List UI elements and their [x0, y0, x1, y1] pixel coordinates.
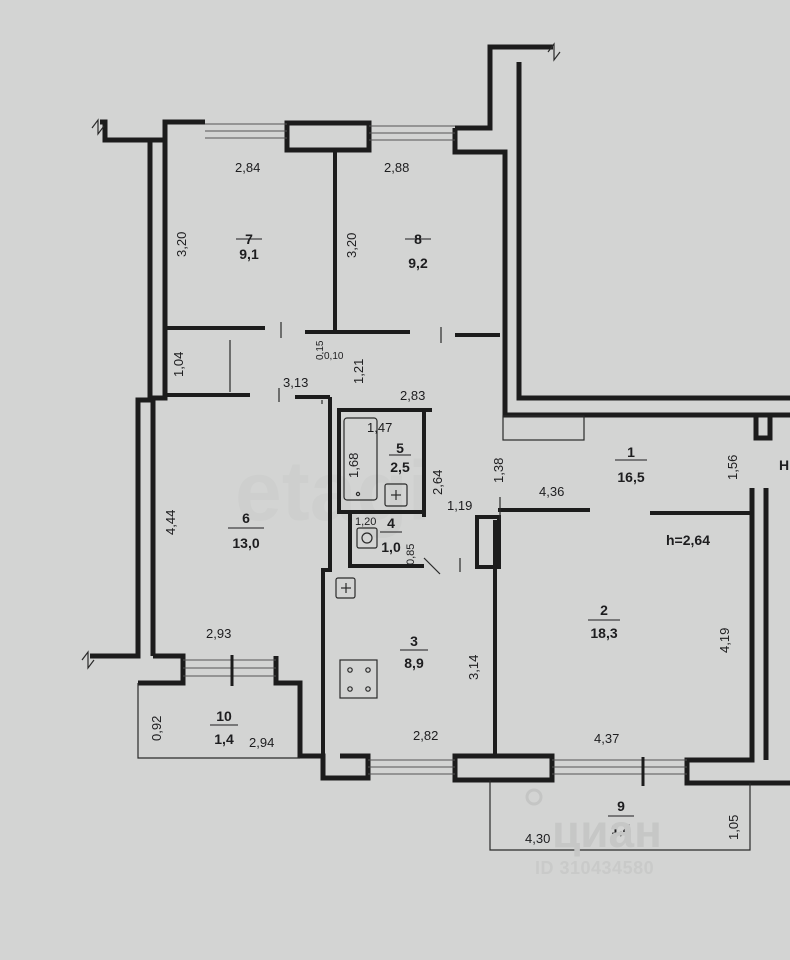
partitions [165, 152, 752, 756]
dim-1-56: 1,56 [725, 455, 740, 480]
room-labels: 79,1 89,2 52,5 116,5 41,0 613,0 218,3 38… [210, 231, 789, 837]
svg-text:1: 1 [627, 444, 635, 460]
dim-3-14: 3,14 [466, 655, 481, 680]
dim-0-92: 0,92 [149, 716, 164, 741]
room-label-4: 41,0 [380, 515, 402, 555]
ceiling-height-label: h=2,64 [666, 532, 710, 548]
svg-text:2,5: 2,5 [390, 459, 410, 475]
svg-text:1,0: 1,0 [381, 539, 401, 555]
svg-text:18,3: 18,3 [590, 625, 617, 641]
svg-text:8,9: 8,9 [404, 655, 424, 671]
dim-1-20: 1,20 [355, 516, 376, 528]
dim-3-13: 3,13 [283, 375, 308, 390]
dim-1-04: 1,04 [171, 352, 186, 377]
dim-4-37: 4,37 [594, 731, 619, 746]
room-label-8: 89,2 [405, 231, 431, 271]
room-label-1: 116,5 [615, 444, 647, 485]
dim-4-19: 4,19 [717, 628, 732, 653]
dim-4-36: 4,36 [539, 484, 564, 499]
dim-2-88: 2,88 [384, 160, 409, 175]
dim-2-84: 2,84 [235, 160, 260, 175]
svg-text:4: 4 [387, 515, 395, 531]
dim-3-20-a: 3,20 [174, 232, 189, 257]
svg-text:3: 3 [410, 633, 418, 649]
balconies [137, 400, 751, 851]
cian-watermark: циан ID 310434580 [525, 788, 662, 878]
dim-2-94: 2,94 [249, 735, 274, 750]
room-label-5: 52,5 [389, 440, 411, 475]
windows [183, 123, 687, 786]
dim-2-93: 2,93 [206, 626, 231, 641]
exterior-walls [81, 42, 790, 786]
dim-0-10: 0,10 [324, 351, 344, 362]
dim-1-68: 1,68 [346, 453, 361, 478]
svg-text:9: 9 [617, 798, 625, 814]
dim-2-64: 2,64 [430, 470, 445, 495]
svg-text:9,1: 9,1 [239, 246, 259, 262]
dim-1-21: 1,21 [351, 359, 366, 384]
dim-0-85: 0,85 [405, 544, 417, 565]
svg-text:1,4: 1,4 [214, 731, 234, 747]
edge-letter: Н [779, 457, 789, 473]
svg-text:6: 6 [242, 510, 250, 526]
dimensions: 2,84 2,88 3,20 3,20 0,15 0,10 1,04 1,21 … [149, 160, 741, 846]
svg-text:5: 5 [396, 440, 404, 456]
svg-text:10: 10 [216, 708, 232, 724]
listing-id: ID 310434580 [535, 858, 654, 878]
watermark-etagi: etagi [235, 444, 431, 538]
dim-1-05: 1,05 [726, 815, 741, 840]
dim-0-15: 0,15 [315, 340, 326, 360]
room-label-9: 91,4 [608, 798, 634, 837]
svg-text:13,0: 13,0 [232, 535, 259, 551]
dim-1-47: 1,47 [367, 420, 392, 435]
room-label-7: 79,1 [236, 231, 262, 262]
dim-4-30: 4,30 [525, 831, 550, 846]
svg-text:2: 2 [600, 602, 608, 618]
room-label-6: 613,0 [228, 510, 264, 551]
dim-4-44: 4,44 [163, 510, 178, 535]
dim-2-83: 2,83 [400, 388, 425, 403]
room-label-3: 38,9 [400, 633, 428, 671]
svg-text:16,5: 16,5 [617, 469, 644, 485]
room-label-10: 101,4 [210, 708, 238, 747]
dim-2-82: 2,82 [413, 728, 438, 743]
svg-text:1,4: 1,4 [611, 821, 631, 837]
svg-text:9,2: 9,2 [408, 255, 428, 271]
dim-3-20-b: 3,20 [344, 233, 359, 258]
dim-1-19: 1,19 [447, 498, 472, 513]
cian-brand-text: циан [552, 805, 662, 857]
dim-1-38: 1,38 [491, 458, 506, 483]
room-label-2: 218,3 [588, 602, 620, 641]
